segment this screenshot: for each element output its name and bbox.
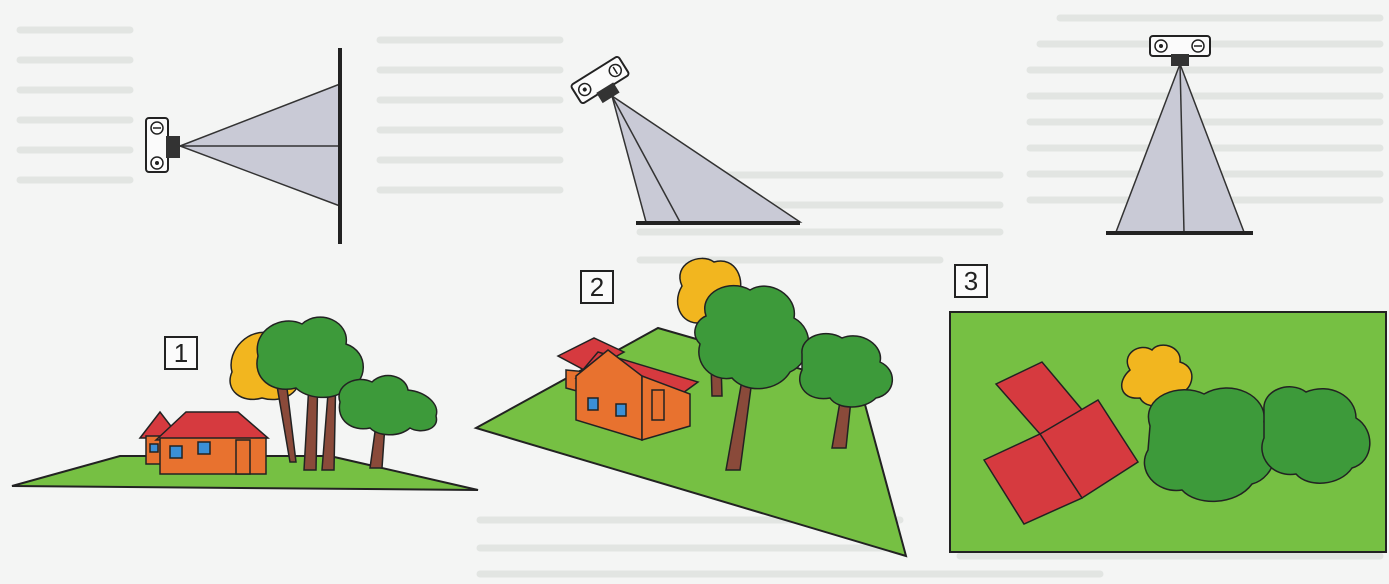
scene-1-ground-view [12, 317, 478, 490]
camera-3-icon [1150, 36, 1210, 66]
scene-2-green-tree-right [800, 334, 893, 407]
view-2-cone [612, 96, 800, 222]
camera-1-icon [146, 118, 180, 172]
view-3-label: 3 [954, 264, 988, 298]
view-2-label: 2 [580, 270, 614, 304]
scene-2-oblique-view [476, 258, 906, 556]
camera-view-3-diagram [1106, 36, 1253, 233]
view-1-cone [180, 84, 340, 206]
view-1-label: 1 [164, 336, 198, 370]
camera-view-1-diagram [146, 48, 340, 244]
scene-1-green-tree-right [339, 376, 437, 435]
scene-1-house [140, 412, 268, 474]
camera-view-2-diagram [570, 56, 800, 223]
scene-3-vertical-view [950, 312, 1386, 552]
